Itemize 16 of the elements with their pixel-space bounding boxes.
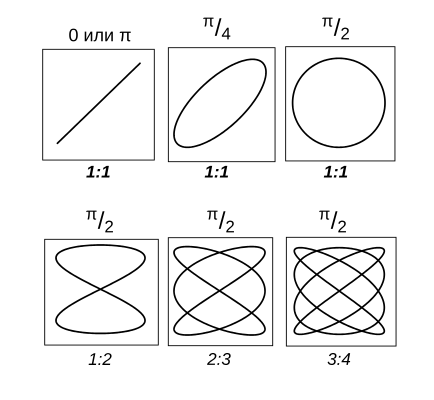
lissajous-curve [55, 244, 146, 334]
frequency-ratio: 1:2 [88, 353, 112, 365]
frequency-ratio: 2:3 [207, 352, 231, 366]
phase-label: 0 или π [69, 28, 131, 42]
diagonal-line [56, 62, 141, 144]
frequency-ratio: 3:4 [328, 352, 350, 366]
lissajous-curve [173, 246, 266, 336]
lissajous-curve [293, 246, 386, 336]
frequency-ratio: 1:1 [324, 166, 348, 178]
phase-label: $^{π}$/$_{4}$ [203, 18, 230, 40]
phase-label: $^{π}$/$_{2}$ [207, 210, 234, 232]
phase-label: $^{π}$/$_{2}$ [319, 210, 346, 232]
phase-label: $^{π}$/$_{2}$ [86, 210, 113, 232]
frequency-ratio: 1:1 [204, 166, 228, 178]
frequency-ratio: 1:1 [86, 166, 110, 178]
phase-label: $^{π}$/$_{2}$ [322, 18, 349, 40]
